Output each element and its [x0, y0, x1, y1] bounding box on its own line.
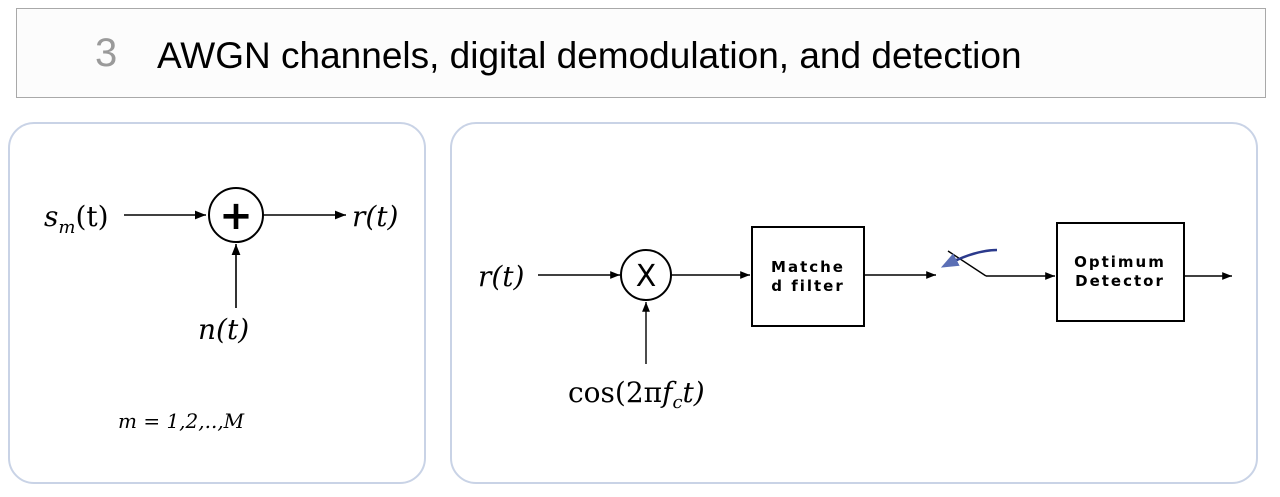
page-title: AWGN channels, digital demodulation, and… — [157, 35, 1022, 76]
channel-model-panel — [8, 122, 426, 484]
optimum-detector-block — [1056, 222, 1185, 322]
title-bar: 3 AWGN channels, digital demodulation, a… — [16, 8, 1266, 98]
matched-filter-label-line2: d filter — [771, 277, 845, 295]
receiver-input-label: r(t) — [478, 260, 524, 293]
detector-label-line2: Detector — [1075, 272, 1165, 290]
index-note: m = 1,2,..,M — [118, 409, 245, 433]
detector-label-line1: Optimum — [1074, 253, 1166, 271]
carrier-label: cos(2πfct) — [568, 376, 705, 413]
section-number: 3 — [95, 31, 118, 75]
input-signal-label: sm(t) — [44, 200, 109, 238]
matched-filter-label-line1: Matche — [771, 258, 845, 276]
adder-symbol: + — [219, 193, 253, 239]
mixer-symbol: X — [636, 259, 657, 294]
sampler-rotation-arrow — [940, 248, 998, 268]
noise-label: n(t) — [198, 313, 249, 346]
output-signal-label: r(t) — [352, 200, 398, 233]
matched-filter-block — [751, 226, 865, 327]
